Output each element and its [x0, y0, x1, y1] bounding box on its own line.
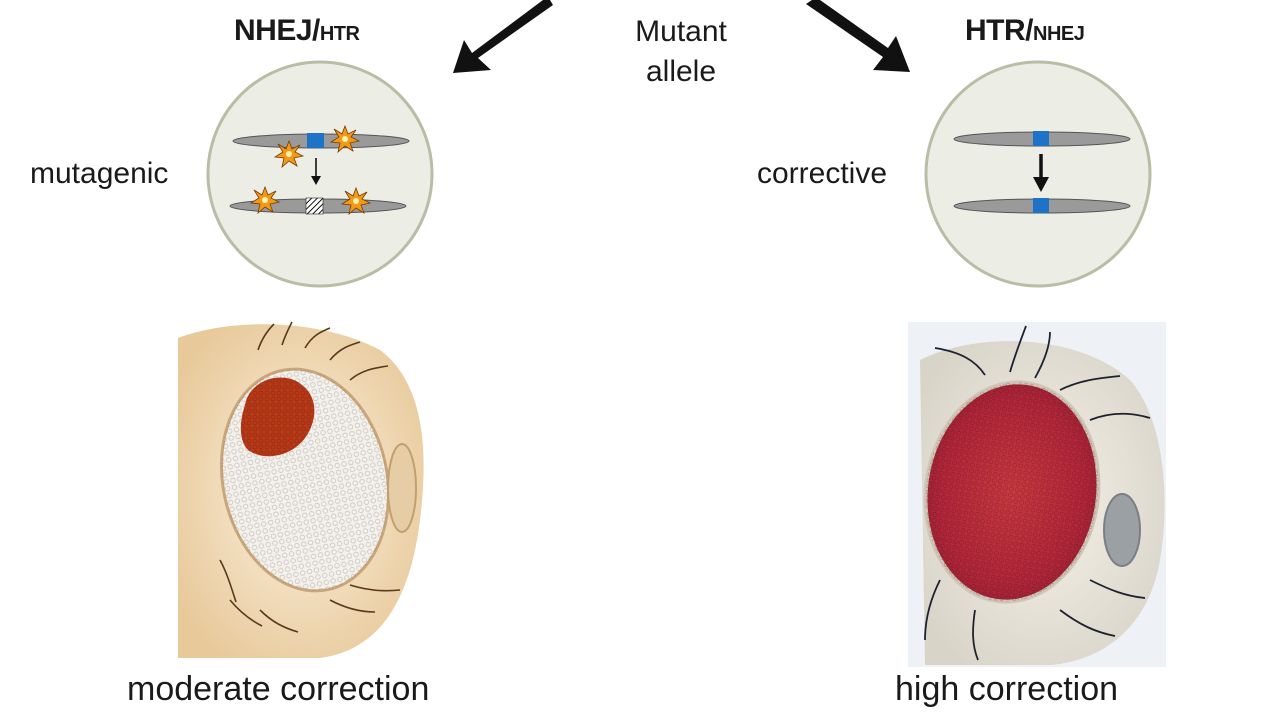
right-arrow: [806, 0, 910, 72]
corrective-label: corrective: [757, 157, 888, 190]
left-heading-main: NHEJ/: [234, 14, 320, 47]
mutant-allele-label: Mutant allele: [581, 12, 781, 92]
left-allele-top: [307, 133, 324, 148]
right-heading-sub: NHEJ: [1033, 23, 1085, 45]
mutagenic-label: mutagenic: [30, 157, 169, 190]
right-antenna: [1103, 493, 1141, 567]
right-fly-eye-photo: [908, 322, 1166, 667]
dsb-spark-1: [329, 124, 361, 154]
mutant-label-line1: Mutant: [635, 15, 727, 48]
left-antenna: [387, 443, 417, 533]
left-allele-bottom-mutant: [305, 197, 324, 215]
right-cell: [924, 60, 1152, 288]
dsb-spark-3: [249, 185, 281, 215]
dsb-spark-4: [340, 186, 372, 216]
left-fly-eye-photo: [178, 321, 426, 658]
right-heading-main: HTR/: [965, 14, 1034, 47]
right-allele-bottom-corrected: [1033, 198, 1049, 213]
left-heading-sub: HTR: [319, 23, 360, 45]
right-allele-top: [1033, 131, 1049, 146]
dsb-spark-2: [273, 139, 305, 169]
left-cell: [206, 60, 434, 288]
right-heading: HTR/NHEJ: [965, 14, 1085, 48]
mutant-label-line2: allele: [645, 55, 717, 88]
left-caption: moderate correction: [127, 670, 430, 708]
right-caption: high correction: [895, 670, 1119, 708]
left-arrow: [453, 0, 553, 73]
left-heading: NHEJ/HTR: [234, 14, 360, 48]
right-bristles: [924, 325, 1151, 661]
left-bristles: [219, 321, 401, 633]
